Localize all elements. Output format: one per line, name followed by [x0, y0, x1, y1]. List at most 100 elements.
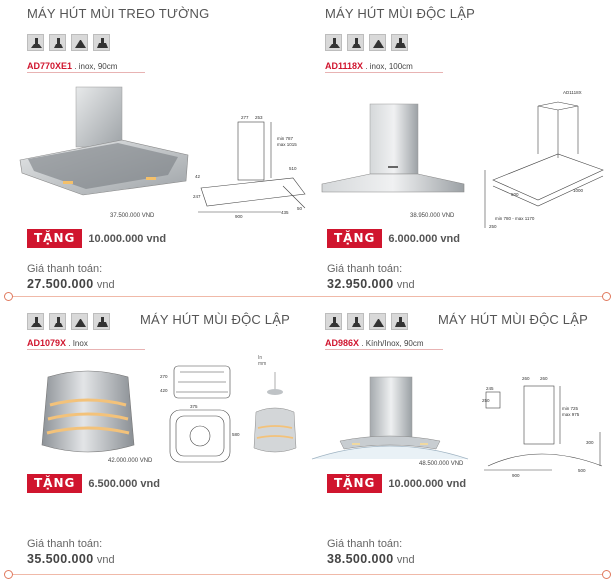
model-line: AD770XE1 . inox, 90cm — [27, 61, 117, 71]
gift-amount: 6.500.000 vnd — [88, 477, 160, 490]
gift-amount: 6.000.000 vnd — [388, 232, 460, 245]
gift-row: TẶNG 10.000.000 vnd — [327, 474, 466, 493]
pay-unit: vnd — [396, 554, 415, 566]
pay-amount: 35.500.000 — [27, 552, 94, 566]
model-spec: . Kính/Inox, 90cm — [361, 339, 424, 348]
feature-icons — [27, 34, 110, 51]
svg-text:250: 250 — [482, 398, 490, 403]
product-title: MÁY HÚT MÙI TREO TƯỜNG — [27, 6, 210, 21]
svg-text:min 780 - max 1170: min 780 - max 1170 — [495, 216, 535, 221]
pay-price: 32.950.000 vnd — [327, 277, 415, 291]
model-spec: . inox, 90cm — [74, 62, 118, 71]
product-photo — [321, 103, 465, 193]
pay-label: Giá thanh toán: — [27, 263, 103, 275]
pay-unit: vnd — [96, 279, 115, 291]
svg-text:AD1118X: AD1118X — [563, 90, 582, 95]
gift-row: TẶNG 10.000.000 vnd — [27, 229, 166, 248]
model-underline — [325, 349, 443, 350]
hood-icon — [49, 34, 66, 51]
model-code: AD1118X — [325, 61, 364, 71]
svg-text:500: 500 — [578, 468, 586, 473]
svg-text:min 725: min 725 — [562, 406, 579, 411]
model-spec: . inox, 100cm — [365, 62, 413, 71]
svg-text:max 975: max 975 — [562, 412, 580, 417]
gift-amount: 10.000.000 vnd — [88, 232, 167, 245]
list-price: 38.950.000 VND — [410, 213, 455, 219]
svg-text:260: 260 — [522, 376, 530, 381]
model-underline — [325, 72, 443, 73]
product-photo — [41, 370, 135, 453]
gift-row: TẶNG 6.500.000 vnd — [27, 474, 160, 493]
svg-text:245: 245 — [486, 386, 494, 391]
hood-icon — [369, 313, 386, 330]
hood-icon — [347, 34, 364, 51]
list-price: 48.500.000 VND — [419, 461, 464, 467]
feature-icons — [27, 313, 110, 330]
model-underline — [27, 349, 145, 350]
product-photo — [19, 86, 189, 196]
list-price: 37.500.000 VND — [110, 213, 155, 219]
gift-badge: TẶNG — [327, 474, 383, 493]
hood-icon — [391, 313, 408, 330]
svg-text:270: 270 — [160, 374, 168, 379]
svg-text:42: 42 — [195, 174, 201, 179]
hood-icon — [93, 313, 110, 330]
hood-icon — [325, 34, 342, 51]
gift-amount: 10.000.000 vnd — [388, 477, 467, 490]
feature-icons — [325, 313, 408, 330]
model-code: AD986X — [325, 338, 360, 348]
svg-text:253: 253 — [255, 115, 263, 120]
hood-icon — [391, 34, 408, 51]
model-code: AD1079X — [27, 338, 67, 348]
svg-text:250: 250 — [489, 224, 497, 229]
model-code: AD770XE1 — [27, 61, 73, 71]
pay-label: Giá thanh toán: — [327, 538, 403, 550]
pay-amount: 38.500.000 — [327, 552, 394, 566]
gift-badge: TẶNG — [327, 229, 383, 248]
svg-text:500: 500 — [511, 192, 519, 197]
hood-icon — [27, 313, 44, 330]
model-line: AD1079X . Inox — [27, 338, 88, 348]
product-title: MÁY HÚT MÙI ĐỘC LẬP — [140, 312, 290, 327]
technical-drawing: 270 420 375 580 — [160, 365, 240, 463]
model-line: AD986X . Kính/Inox, 90cm — [325, 338, 424, 348]
pay-amount: 32.950.000 — [327, 277, 394, 291]
hood-icon — [49, 313, 66, 330]
hood-icon — [71, 313, 88, 330]
gift-row: TẶNG 6.000.000 vnd — [327, 229, 460, 248]
svg-text:50: 50 — [297, 206, 303, 211]
svg-text:1000: 1000 — [573, 188, 584, 193]
svg-text:375: 375 — [190, 404, 198, 409]
feature-icons — [325, 34, 408, 51]
hood-icon — [369, 34, 386, 51]
product-title: MÁY HÚT MÙI ĐỘC LẬP — [438, 312, 588, 327]
gift-badge: TẶNG — [27, 474, 83, 493]
svg-text:247: 247 — [193, 194, 201, 199]
svg-text:min 787: min 787 — [277, 136, 294, 141]
model-spec: . Inox — [68, 339, 88, 348]
svg-text:260: 260 — [540, 376, 548, 381]
pendant-photo — [253, 372, 297, 453]
divider-dot — [4, 292, 13, 301]
gift-badge: TẶNG — [27, 229, 83, 248]
divider-dot — [4, 570, 13, 579]
pay-price: 38.500.000 vnd — [327, 552, 415, 566]
divider-dot — [602, 292, 611, 301]
svg-text:420: 420 — [160, 388, 168, 393]
pay-label: Giá thanh toán: — [27, 538, 103, 550]
svg-text:510: 510 — [289, 166, 297, 171]
svg-text:277: 277 — [241, 115, 249, 120]
model-line: AD1118X . inox, 100cm — [325, 61, 413, 71]
hood-icon — [71, 34, 88, 51]
product-photo — [311, 376, 469, 460]
svg-text:580: 580 — [232, 432, 240, 437]
hood-icon — [27, 34, 44, 51]
list-price: 42.000.000 VND — [108, 458, 153, 464]
pay-price: 35.500.000 vnd — [27, 552, 115, 566]
pay-unit: vnd — [396, 279, 415, 291]
pay-label: Giá thanh toán: — [327, 263, 403, 275]
unit-note: In mm — [258, 355, 267, 367]
svg-text:300: 300 — [586, 440, 594, 445]
